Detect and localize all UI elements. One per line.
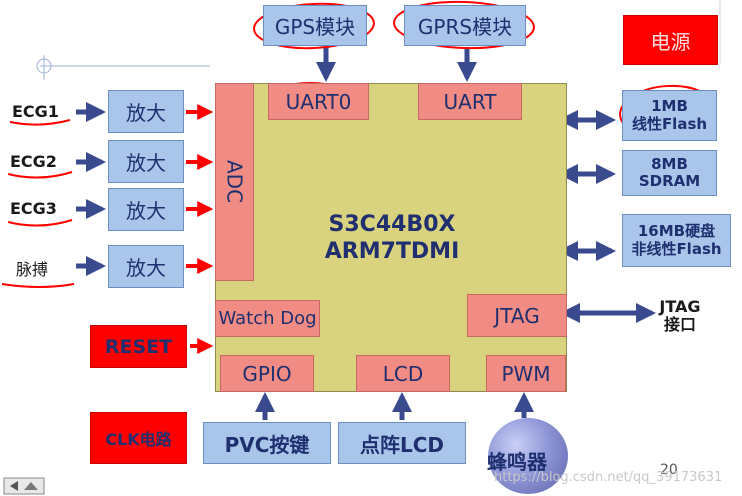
uart-block: UART [418, 83, 522, 120]
dot-lcd-block: 点阵LCD [338, 422, 466, 464]
gprs-module: GPRS模块 [404, 5, 526, 46]
annotation-gprs-circle [393, 0, 535, 50]
flash-1mb-block: 1MB 线性Flash [622, 90, 717, 141]
sdram-block: 8MB SDRAM [622, 150, 717, 196]
annotation-ecg2-underline [7, 171, 73, 179]
clk-block: CLK电路 [90, 412, 187, 464]
chip-name-line2: ARM7TDMI [324, 239, 460, 264]
ecg3-label: ECG3 [10, 199, 57, 218]
watchdog-block: Watch Dog [215, 300, 320, 337]
buzzer-icon [488, 418, 568, 494]
ecg1-label: ECG1 [12, 102, 59, 121]
watermark: https://blog.csdn.net/qq_39173631 [494, 470, 723, 485]
pwm-block: PWM [486, 355, 566, 392]
amp1-block: 放大 [108, 90, 184, 133]
chip-name-line1: S3C44B0X [328, 211, 456, 237]
amp2-block: 放大 [108, 140, 184, 183]
pulse-label: 脉搏 [16, 260, 49, 279]
buzzer-label: 蜂鸣器 [487, 450, 547, 474]
amp3-block: 放大 [108, 188, 184, 231]
lcd-block: LCD [356, 355, 450, 392]
cpu-chip [215, 83, 567, 392]
gps-module: GPS模块 [263, 5, 367, 46]
jtag-block: JTAG [467, 294, 567, 337]
uart0-block: UART0 [268, 83, 369, 120]
gpio-block: GPIO [220, 355, 314, 392]
pvc-keys-block: PVC按键 [203, 422, 331, 464]
flash-16mb-block: 16MB硬盘 非线性Flash [622, 214, 731, 267]
annotation-gps-circle [253, 2, 375, 50]
page-number: 20 [660, 462, 678, 478]
amp4-block: 放大 [108, 245, 184, 288]
chip-name: S3C44B0X ARM7TDMI [292, 208, 492, 268]
guide-circle [36, 58, 52, 74]
annotation-ecg3-underline [7, 219, 73, 227]
adc-block: ADC [215, 83, 254, 281]
slide-toolbar-tri-icon [24, 482, 38, 490]
jtag-port-label: JTAG 接口 [659, 296, 701, 334]
slide-toolbar-arrow-icon [10, 481, 18, 491]
ecg2-label: ECG2 [10, 152, 57, 171]
reset-block: RESET [90, 325, 187, 368]
annotation-pulse-underline [1, 283, 75, 288]
power-module: 电源 [623, 15, 718, 65]
annotation-ecg1-underline [9, 119, 71, 126]
